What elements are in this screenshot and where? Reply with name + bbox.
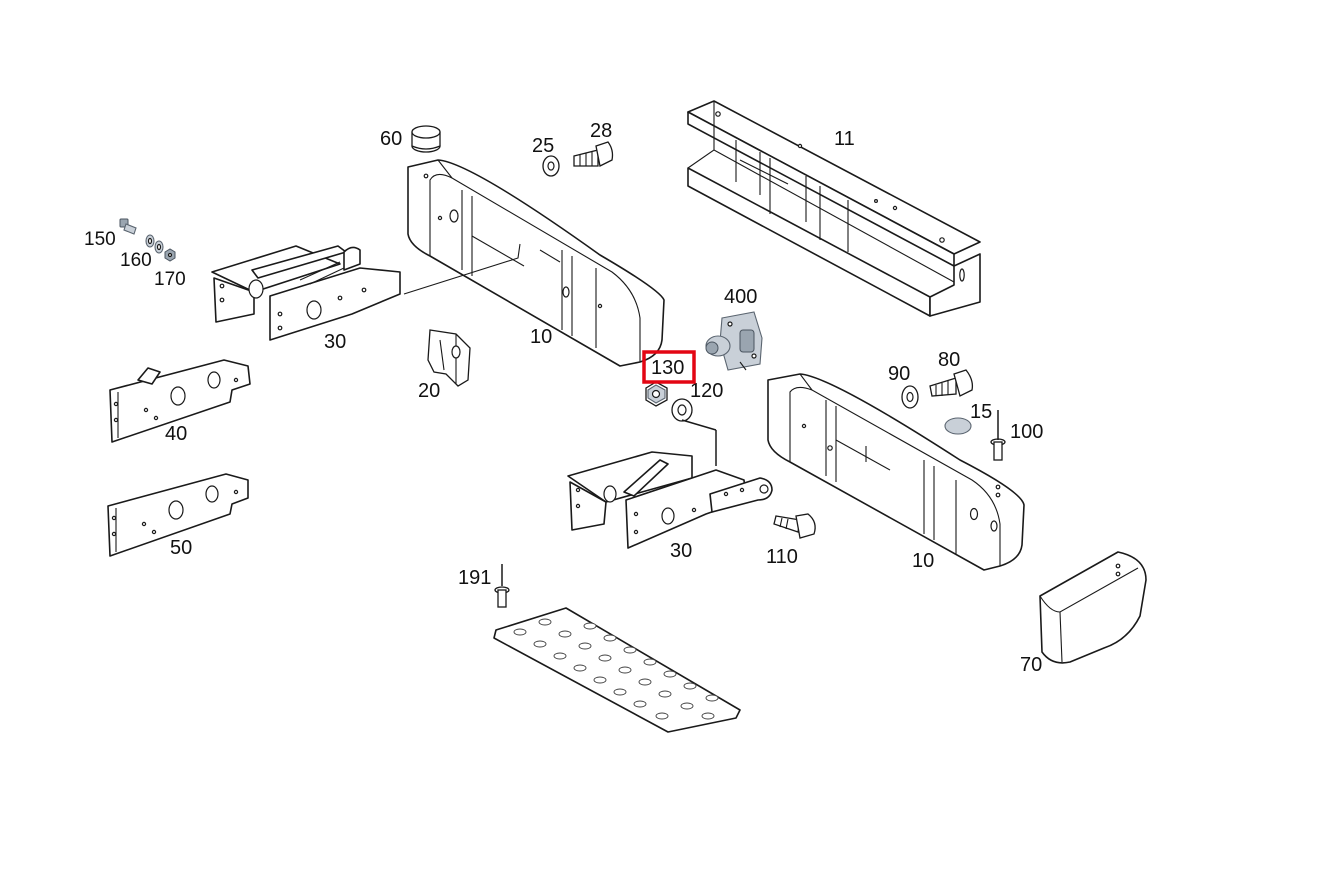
callout-120[interactable]: 120	[690, 380, 723, 402]
tread-pattern	[513, 618, 719, 720]
part-130-nut[interactable]	[645, 381, 668, 407]
callout-10-left[interactable]: 10	[530, 326, 552, 348]
part-150-screw[interactable]	[119, 218, 137, 235]
part-20-bracket[interactable]	[427, 329, 471, 387]
part-60-plug[interactable]	[411, 125, 441, 153]
callout-25[interactable]: 25	[532, 135, 554, 157]
callout-80[interactable]: 80	[938, 349, 960, 371]
part-160-washer[interactable]	[145, 234, 164, 254]
highlighted-callout[interactable]: 130	[642, 350, 696, 384]
part-11-channel-rail[interactable]	[687, 100, 981, 317]
part-70-end-cap[interactable]	[1039, 551, 1147, 664]
callout-170[interactable]: 170	[154, 269, 186, 290]
part-10-bumper-right[interactable]	[767, 373, 1025, 571]
callout-15[interactable]: 15	[970, 401, 992, 423]
callout-110[interactable]: 110	[766, 546, 798, 568]
highlight-box	[642, 350, 696, 384]
callout-150[interactable]: 150	[84, 229, 116, 250]
callout-11[interactable]: 11	[834, 128, 855, 150]
part-50-plate[interactable]	[107, 473, 249, 557]
callout-400[interactable]: 400	[724, 286, 757, 308]
part-10-bumper-left[interactable]	[403, 159, 665, 367]
part-191-rivet[interactable]	[494, 586, 510, 608]
callout-10-right[interactable]: 10	[912, 550, 934, 572]
callout-28[interactable]: 28	[590, 120, 612, 142]
callout-40[interactable]: 40	[165, 423, 187, 445]
part-30-bracket-left[interactable]	[211, 245, 401, 341]
leader-lines	[501, 410, 999, 586]
part-30-bracket-right[interactable]	[567, 451, 773, 549]
part-170-nut[interactable]	[164, 248, 176, 262]
callout-100[interactable]: 100	[1010, 421, 1043, 443]
callout-70[interactable]: 70	[1020, 654, 1042, 676]
callouts: 60 25 28 11 150 160 170 30 10 20 40 50 4…	[84, 120, 1043, 676]
part-400-socket[interactable]	[705, 311, 763, 371]
part-28-bolt[interactable]	[573, 141, 614, 167]
callout-130[interactable]: 130	[651, 357, 684, 379]
callout-191[interactable]: 191	[458, 567, 491, 589]
part-90-washer[interactable]	[901, 385, 919, 409]
part-110-bolt[interactable]	[773, 513, 816, 539]
part-100-pin[interactable]	[990, 438, 1006, 461]
callout-30-left[interactable]: 30	[324, 331, 346, 353]
callout-60[interactable]: 60	[380, 128, 402, 150]
part-25-washer[interactable]	[542, 155, 560, 177]
callout-30-right[interactable]: 30	[670, 540, 692, 562]
callout-160[interactable]: 160	[120, 250, 152, 271]
part-120-washer[interactable]	[671, 398, 693, 422]
part-80-bolt[interactable]	[929, 369, 974, 397]
step-tread-plate[interactable]	[493, 607, 741, 733]
part-15-plug[interactable]	[944, 417, 972, 435]
callout-50[interactable]: 50	[170, 537, 192, 559]
part-40-plate[interactable]	[109, 359, 251, 443]
callout-90[interactable]: 90	[888, 363, 910, 385]
callout-20[interactable]: 20	[418, 380, 440, 402]
